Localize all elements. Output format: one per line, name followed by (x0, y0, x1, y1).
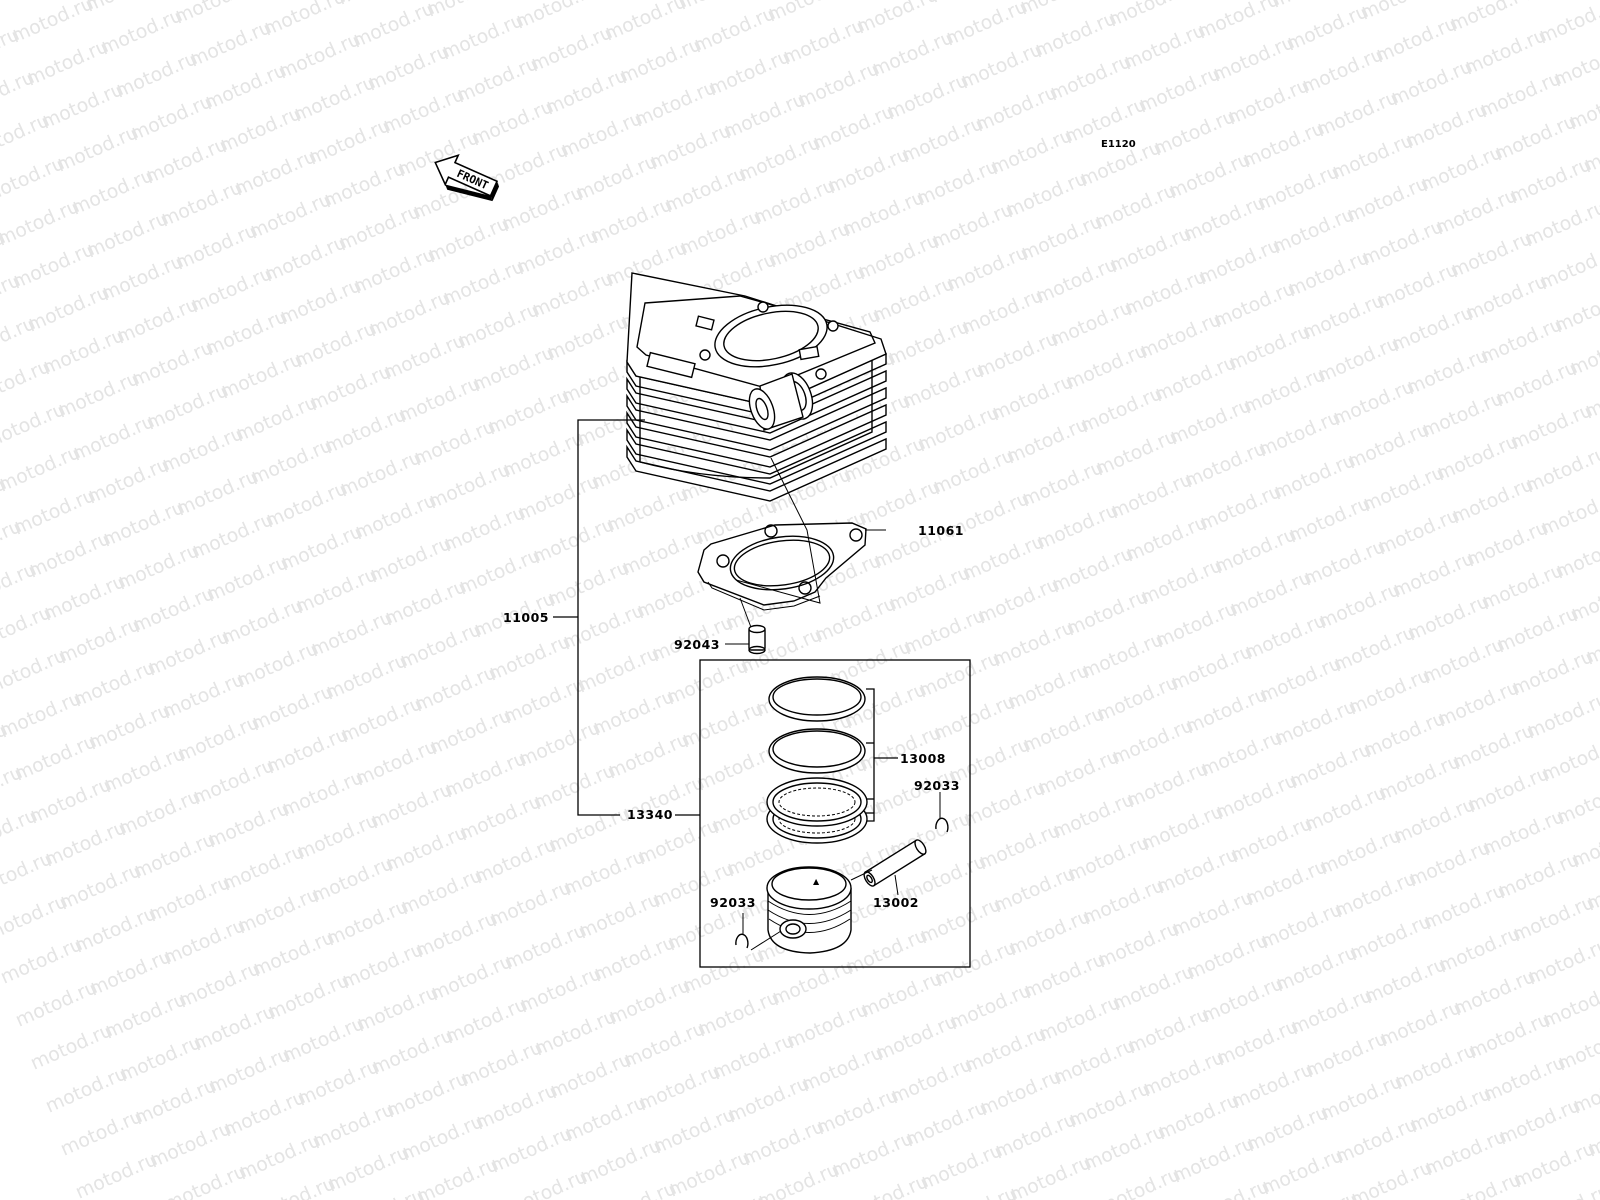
callout-13340: 13340 (627, 807, 673, 822)
watermark-text: motod.ru (1524, 934, 1600, 990)
watermark-text: motod.ru (853, 0, 942, 39)
watermark-text: motod.ru (512, 0, 601, 34)
watermark-text: motod.ru (1568, 817, 1600, 873)
piston-kit-box (699, 659, 971, 968)
circlip-left (735, 933, 749, 949)
cylinder-block (626, 272, 887, 502)
piston-rings (766, 676, 868, 844)
watermark-text: motod.ru (260, 0, 349, 41)
circlip-right (935, 817, 949, 833)
watermark-text: motod.ru (1538, 731, 1600, 787)
watermark-text: motod.ru (1194, 0, 1283, 44)
watermark-text: motod.ru (1536, 239, 1600, 295)
watermark-text: motod.ru (1537, 485, 1600, 541)
piston-pin (863, 839, 927, 887)
watermark-text: motod.ru (1539, 977, 1600, 1033)
watermark-text: motod.ru (601, 0, 690, 46)
piston: ▲ (766, 866, 852, 954)
watermark-text: motod.ru (1552, 528, 1600, 584)
callout-11061: 11061 (918, 523, 964, 538)
watermark-text: motod.ru (1565, 79, 1600, 135)
watermark-text: motod.ru (1446, 0, 1535, 37)
callout-92033-left: 92033 (710, 895, 756, 910)
callout-92043: 92043 (674, 637, 720, 652)
svg-text:▲: ▲ (813, 877, 820, 886)
watermark-text: motod.ru (1554, 1020, 1600, 1076)
watermark-text: motod.ru (1551, 282, 1600, 338)
watermark-text: motod.ru (1550, 36, 1600, 92)
watermark-text: motod.ru (1567, 571, 1600, 627)
cooling-fin (626, 403, 887, 468)
callout-13002: 13002 (873, 895, 919, 910)
base-gasket (697, 522, 867, 611)
cooling-fin (626, 420, 887, 485)
watermark-text: motod.ru (942, 0, 1031, 51)
callout-13008: 13008 (900, 751, 946, 766)
watermark-text: motod.ru (1521, 196, 1600, 252)
watermark-text: motod.ru (1535, 0, 1600, 49)
watermark-text: motod.ru (1523, 688, 1600, 744)
diagram-code: E1120 (1101, 139, 1136, 150)
watermark-text: motod.ru (1553, 774, 1600, 830)
watermark-text: motod.ru (349, 0, 438, 53)
watermark-text: motod.ru (1569, 1063, 1600, 1119)
watermark-text: motod.ru (1522, 442, 1600, 498)
callout-11005: 11005 (503, 610, 549, 625)
cooling-fin (626, 386, 887, 451)
callout-92033-right: 92033 (914, 778, 960, 793)
watermark-text: motod.ru (8, 0, 97, 48)
watermark-text: motod.ru (1566, 325, 1600, 381)
dowel-pin (739, 597, 766, 655)
